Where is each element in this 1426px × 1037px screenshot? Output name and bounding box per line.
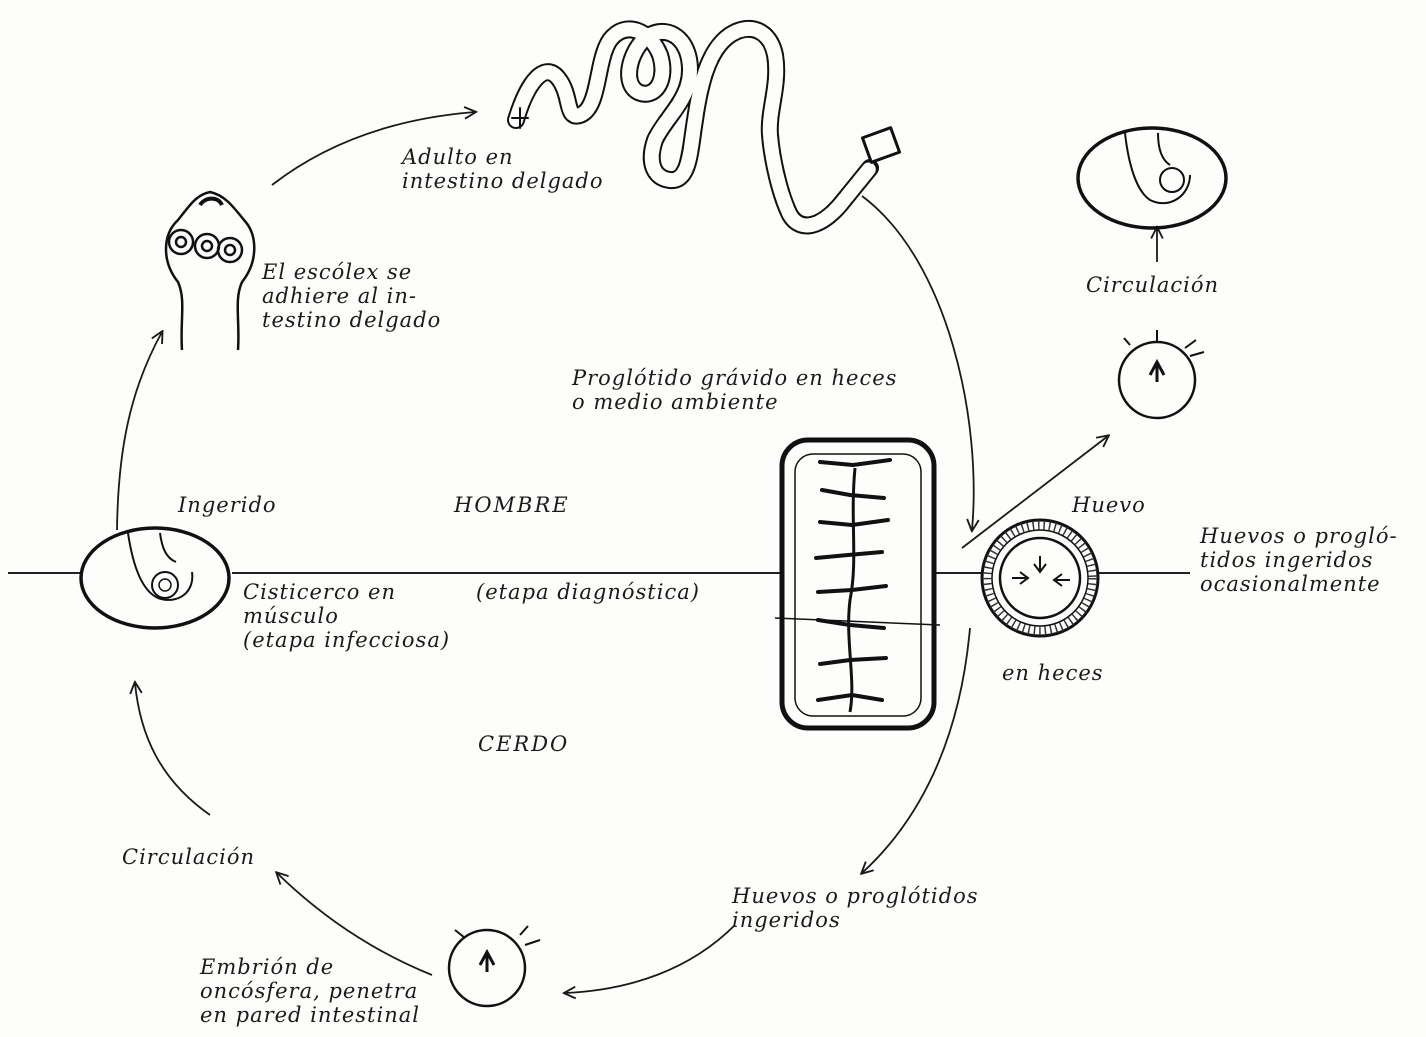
cysticercus-muscle: [81, 528, 229, 628]
label-scolex: El escólex se adhiere al in- testino del…: [262, 260, 441, 332]
label-circulation-top: Circulación: [1086, 273, 1219, 297]
label-pig: CERDO: [478, 732, 569, 756]
arrow-ingested-to-scolex: [117, 332, 162, 530]
label-eggs-human: Huevos o progló- tidos ingeridos ocasion…: [1200, 524, 1398, 596]
label-man: HOMBRE: [454, 493, 570, 517]
label-adult: Adulto en intestino delgado: [402, 145, 604, 193]
adult-tapeworm: [512, 29, 900, 226]
label-cysticercus: Cisticerco en músculo (etapa infecciosa): [243, 580, 450, 652]
arrow-to-pig-ingestion: [862, 628, 970, 873]
cysticercus-top: [1078, 128, 1226, 228]
gravid-proglottid: [775, 440, 940, 728]
label-ingested: Ingerido: [178, 493, 277, 517]
arrow-to-oncosphere: [565, 925, 735, 993]
label-egg: Huevo: [1072, 493, 1146, 517]
arrow-adult-to-egg: [862, 196, 974, 530]
label-diagnostic: (etapa diagnóstica): [476, 580, 700, 604]
arrow-to-cysticercus: [135, 683, 210, 815]
label-in-feces: en heces: [1002, 661, 1104, 685]
label-eggs-pig: Huevos o proglótidos ingeridos: [732, 884, 979, 932]
label-gravid-proglottid: Proglótido grávido en heces o medio ambi…: [572, 366, 897, 414]
label-embryo: Embrión de oncósfera, penetra en pared i…: [200, 955, 420, 1027]
cycle-arrows: [117, 112, 1157, 993]
oncosphere-embryo: [449, 926, 540, 1006]
scolex-drawing: [166, 192, 254, 350]
arrow-egg-to-circulation: [962, 436, 1108, 548]
oncosphere-top: [1119, 330, 1204, 418]
label-circulation-bottom: Circulación: [122, 845, 255, 869]
egg-drawing: [982, 520, 1098, 636]
